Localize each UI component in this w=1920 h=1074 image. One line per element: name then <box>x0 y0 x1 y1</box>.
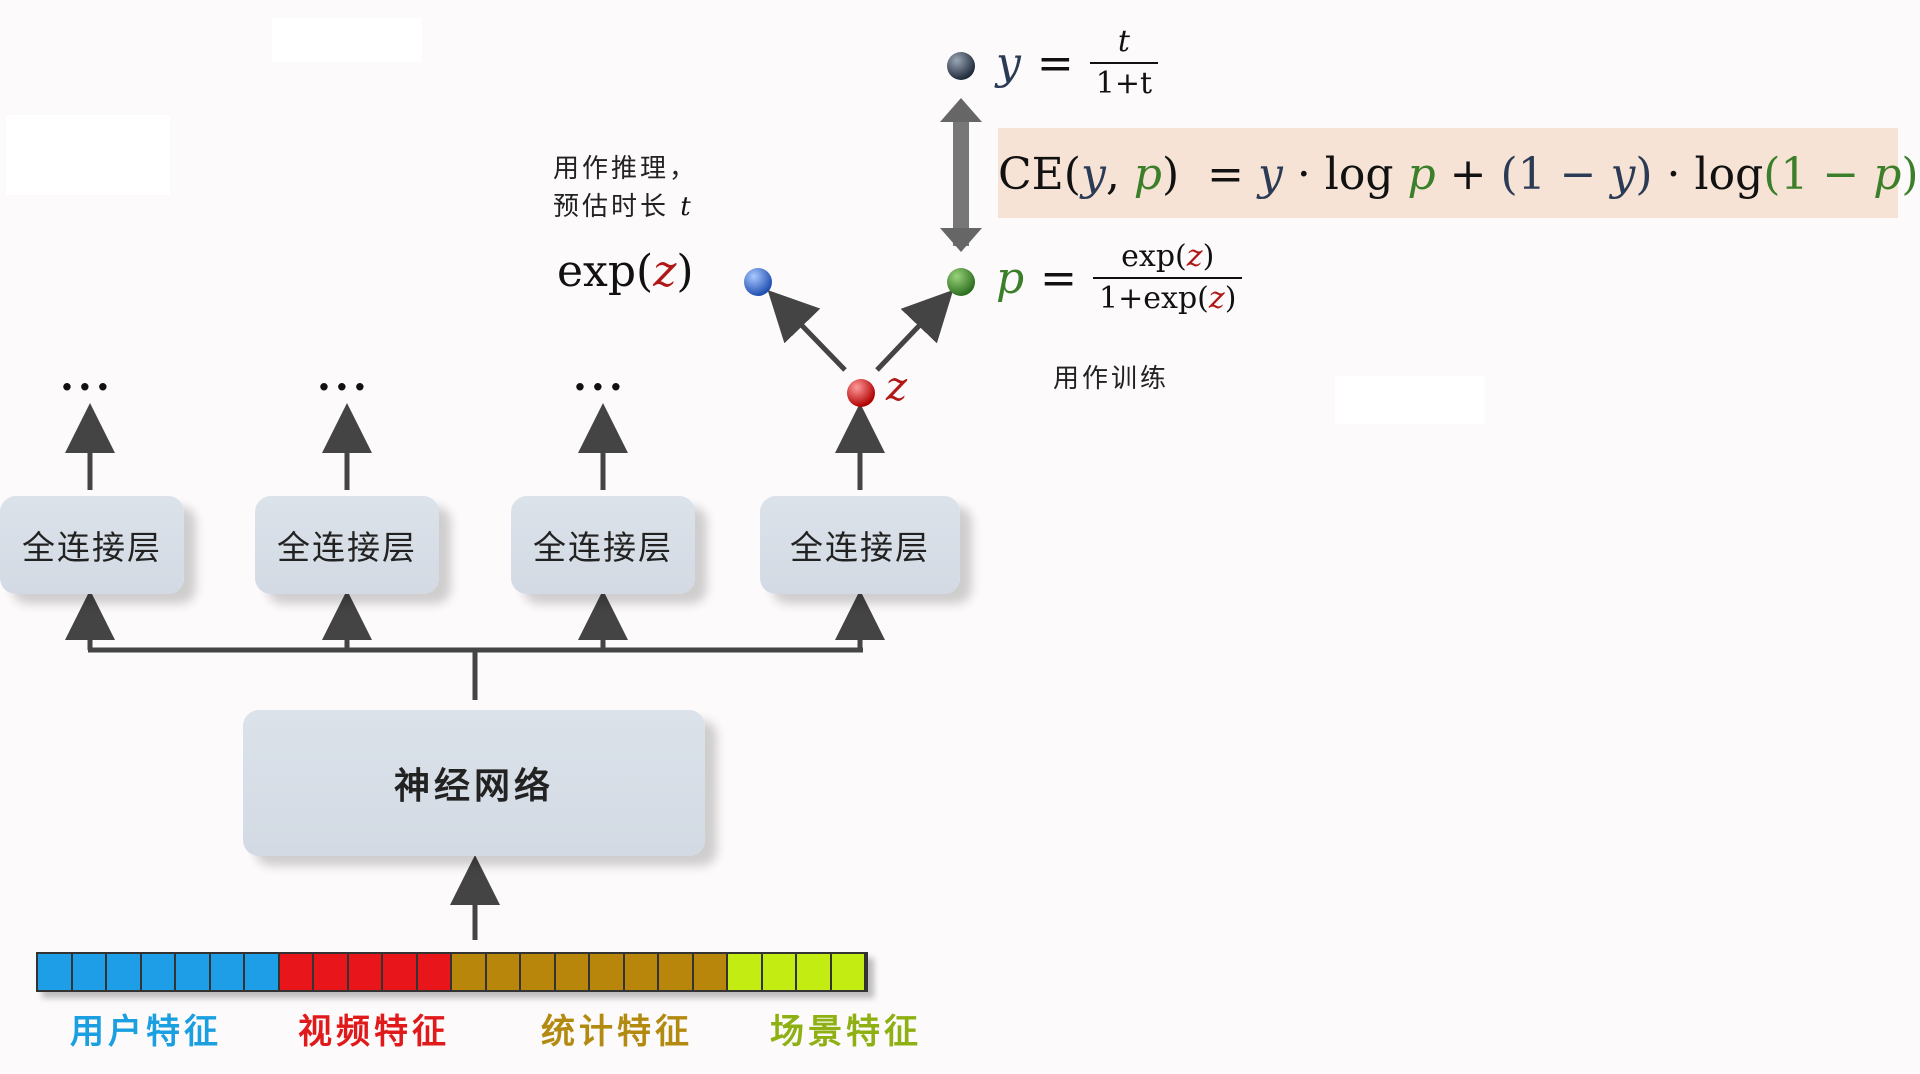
feature-cell <box>762 954 797 990</box>
fc-layer-box: 全连接层 <box>0 496 184 594</box>
equals-sign: = <box>1040 252 1078 304</box>
exp-arg: z <box>653 246 677 297</box>
feature-cell <box>348 954 383 990</box>
layer-to-output-arrows <box>65 403 885 490</box>
p-den-prefix: 1+exp <box>1099 281 1198 316</box>
feature-cell <box>107 954 142 990</box>
output-ellipsis: ··· <box>60 364 114 411</box>
feature-cell <box>590 954 625 990</box>
feature-label-user: 用户特征 <box>70 1004 222 1053</box>
p-den-arg: z <box>1208 281 1225 316</box>
fraction-bar <box>1093 277 1243 279</box>
output-ellipsis: ··· <box>573 364 627 411</box>
ce-formula: CE(y, p) = y · log p + (1 − y) · log(1 −… <box>998 149 1919 200</box>
feature-cell <box>141 954 176 990</box>
feature-cell <box>314 954 349 990</box>
neural-network-box: 神经网络 <box>243 710 705 856</box>
network-bus <box>65 590 885 700</box>
fc-layer-box: 全连接层 <box>511 496 695 594</box>
feature-label-text: 场景特征 <box>770 1012 922 1052</box>
blank-patch <box>6 115 170 195</box>
feature-cell <box>797 954 832 990</box>
y-numerator: t <box>1117 24 1130 59</box>
fraction-bar <box>1089 62 1159 64</box>
ce-highlight-band <box>998 128 1898 218</box>
feature-label-text: 视频特征 <box>298 1012 450 1052</box>
z-to-exp-arrow <box>767 290 847 372</box>
inference-line-2-text: 预估时长 <box>553 192 670 222</box>
inference-annotation: 用作推理， 预估时长 t <box>553 150 698 226</box>
exp-fn: exp <box>557 246 637 297</box>
y-definition: y = t 1+t <box>996 22 1159 104</box>
feature-cell <box>486 954 521 990</box>
p-fraction: exp(z) 1+exp(z) <box>1093 237 1243 319</box>
fc-layer-box: 全连接层 <box>255 496 439 594</box>
training-annotation: 用作训练 <box>1053 364 1170 394</box>
p-var: p <box>996 252 1025 304</box>
blank-patch <box>1335 376 1485 424</box>
feature-label-text: 统计特征 <box>541 1012 693 1052</box>
feature-cell <box>728 954 763 990</box>
feature-cell <box>72 954 107 990</box>
exp-z-formula: exp(z) <box>557 246 694 297</box>
inference-var: t <box>680 192 694 222</box>
feature-cell <box>417 954 452 990</box>
feature-cell <box>245 954 280 990</box>
z-label: z <box>886 364 908 410</box>
feature-cell <box>831 954 866 990</box>
feature-cell <box>624 954 659 990</box>
output-ellipsis: ··· <box>317 364 371 411</box>
feature-label-text: 用户特征 <box>70 1012 222 1052</box>
feature-cell <box>279 954 314 990</box>
p-node <box>947 268 975 296</box>
feature-cell <box>176 954 211 990</box>
fc-layer-box: 全连接层 <box>760 496 960 594</box>
feature-label-stats: 统计特征 <box>541 1004 693 1053</box>
p-definition: p = exp(z) 1+exp(z) <box>996 237 1243 319</box>
feature-cell <box>452 954 487 990</box>
p-denominator: 1+exp(z) <box>1099 281 1237 316</box>
feature-cell <box>383 954 418 990</box>
y-p-double-arrow <box>940 98 982 252</box>
feature-label-video: 视频特征 <box>298 1004 450 1053</box>
p-num-arg: z <box>1186 239 1203 274</box>
z-branch-arrows <box>767 289 954 372</box>
feature-cell <box>555 954 590 990</box>
feature-cell <box>210 954 245 990</box>
feature-cell <box>521 954 556 990</box>
y-node <box>947 52 975 80</box>
z-to-p-arrow <box>875 289 954 372</box>
z-node <box>847 379 875 407</box>
feature-vector-bar <box>36 952 868 992</box>
y-var: y <box>996 37 1021 89</box>
y-fraction: t 1+t <box>1089 22 1159 104</box>
exp-node <box>744 268 772 296</box>
inference-line-1: 用作推理， <box>553 154 699 184</box>
feature-cell <box>659 954 694 990</box>
equals-sign: = <box>1036 37 1074 89</box>
y-denominator: 1+t <box>1095 66 1153 101</box>
feature-cell <box>38 954 73 990</box>
p-numerator: exp(z) <box>1121 239 1215 274</box>
blank-patch <box>272 18 422 62</box>
p-num-fn: exp <box>1121 239 1176 274</box>
feature-cell <box>693 954 728 990</box>
inference-line-2: 预估时长 t <box>553 188 698 226</box>
feature-label-scene: 场景特征 <box>770 1004 922 1053</box>
